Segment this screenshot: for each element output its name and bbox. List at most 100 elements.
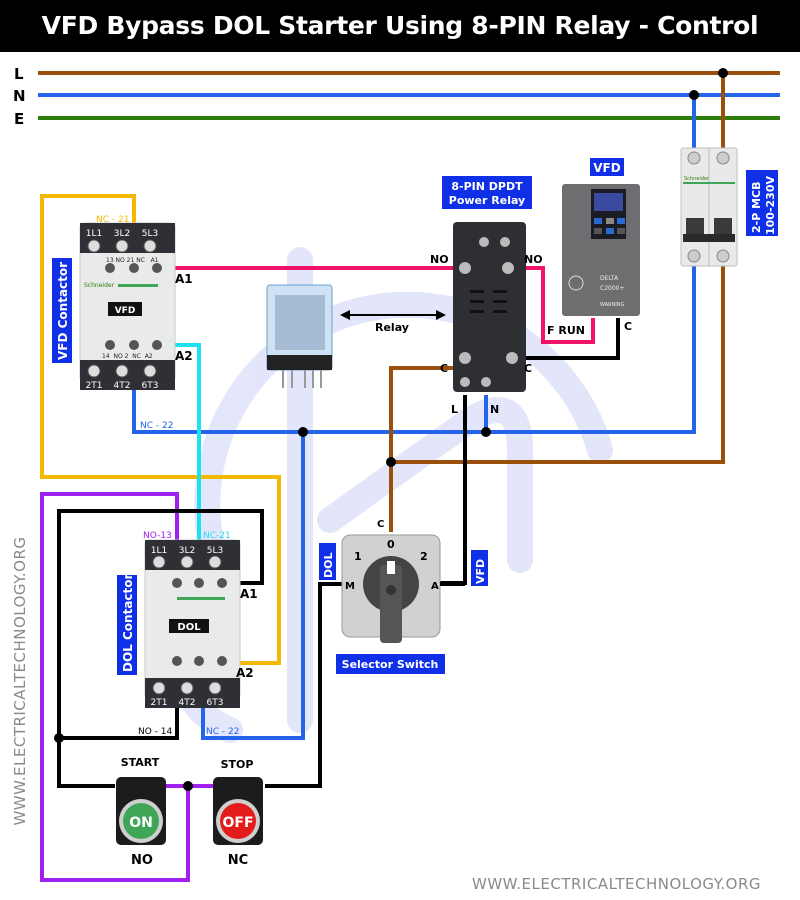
vfd-term-4t2: 4T2 [114,381,131,391]
dol-no14-label: NO - 14 [138,727,173,737]
dol-term-4t2: 4T2 [179,698,196,708]
selector-title-bg [336,654,445,674]
mcb-breaker[interactable]: Schneider [680,147,738,267]
stop-type: NC [228,853,248,868]
selector-vfd-tag-bg [471,550,488,586]
selector-term-c: C [377,519,384,530]
selector-dol-tag: DOL [322,553,335,579]
vfd-term-6t3: 6T3 [142,381,159,391]
wire-relay-no-to-frun [512,266,595,344]
vfd-contactor-title-bg [52,258,72,363]
junction-dot [718,68,728,78]
junction-dot [481,427,491,437]
wire-dol-no13-holding [40,492,190,882]
vfd-aux-bottom: 14 NO 2 NC A2 [102,353,153,360]
selector-pos-0: 0 [387,538,395,551]
vfd-frun-box [545,322,589,338]
wire-dol-a1-loop [57,509,264,788]
relay-arrow-label: Relay [375,321,409,334]
vfd-title-bg [590,158,624,176]
stop-title: STOP [221,758,254,771]
vfd-warning: WARNING [600,302,625,308]
wire-vfd-nc21-to-dol-a2 [40,194,281,665]
dol-contactor[interactable]: DOL 1L1 3L2 5L3 2T1 4T2 6T3 [144,539,241,708]
vfd-brand: DELTA [600,275,619,282]
mcb-title-bg [746,170,778,236]
relay-c-left: C [440,362,448,375]
selector-term-m: M [345,581,355,592]
wire-stop-to-selector-m [265,582,343,788]
vfd-term-5l3: 5L3 [142,229,158,239]
wire-mcb-neutral-out [132,260,696,434]
relay-coil-n: N [490,403,499,416]
dol-contactor-plate: DOL [177,622,201,633]
start-type: NO [131,853,153,868]
mcb-title-line2: 100-230V [764,176,777,235]
vfd-model: C2000+ [600,285,625,292]
dol-term-3l2: 3L2 [179,546,195,556]
selector-vfd-tag: VFD [474,559,487,584]
vfd-nc21-label: NC - 21 [96,215,129,225]
watermark-bottom: WWW.ELECTRICALTECHNOLOGY.ORG [472,875,762,893]
vfd-a1-label: A1 [175,272,193,286]
vfd-c-label: C [624,320,632,333]
line-n-label: N [13,87,26,105]
vfd-drive[interactable]: DELTA C2000+ WARNING [562,184,640,316]
mcb-brand: Schneider [684,176,710,182]
vfd-term-3l2: 3L2 [114,229,130,239]
vfd-a2-label: A2 [175,349,193,363]
relay-no-right: NO [524,253,543,266]
relay-title-line2: Power Relay [449,194,525,207]
line-l-label: L [14,65,24,83]
selector-pos-2: 2 [420,550,428,563]
dol-term-2t1: 2T1 [151,698,168,708]
selector-switch[interactable] [341,534,441,643]
relay-title-bg [442,176,532,209]
line-e-label: E [14,110,24,128]
dol-a2-label: A2 [236,666,254,680]
dol-term-5l3: 5L3 [207,546,223,556]
vfd-term-2t1: 2T1 [86,381,103,391]
vfd-term-1l1: 1L1 [86,229,102,239]
selector-title: Selector Switch [342,658,439,671]
junction-dot [689,90,699,100]
start-title: START [121,756,160,769]
start-button[interactable]: ON [116,777,166,845]
watermark-side: WWW.ELECTRICALTECHNOLOGY.ORG [11,536,29,826]
dol-a1-label: A1 [240,587,258,601]
dol-nc22-label: NC - 22 [206,727,239,737]
selector-term-a: A [431,581,439,592]
dol-no13-label: NO-13 [143,531,172,541]
dol-term-1l1: 1L1 [151,546,167,556]
relay-no-left: NO [430,253,449,266]
selector-pos-1: 1 [354,550,362,563]
wire-relay-c-to-vfd-c [512,318,620,360]
vfd-contactor-brand: Schneider [84,282,115,289]
start-face: ON [129,815,153,831]
relay-module [266,284,333,388]
vfd-contactor-plate: VFD [115,306,136,316]
relay-arrow [340,310,446,320]
relay-c-right: C [524,362,532,375]
vfd-title: VFD [593,161,620,175]
vfd-aux-top: 13 NO 21 NC A1 [106,257,159,264]
junction-dot [183,781,193,791]
relay-coil-l: L [451,403,458,416]
dol-contactor-title: DOL Contactor [121,573,135,672]
stop-button[interactable]: OFF [213,777,263,845]
dol-term-6t3: 6T3 [207,698,224,708]
mcb-title-line1: 2-P MCB [750,181,763,233]
relay-title-line1: 8-PIN DPDT [451,180,523,193]
vfd-contactor[interactable]: VFD Schneider 1L1 3L2 5L3 13 NO 21 NC A1… [79,222,176,391]
relay-base[interactable] [453,222,526,392]
stop-face: OFF [222,815,253,831]
junction-dot [298,427,308,437]
selector-dol-tag-bg [319,543,336,580]
dol-contactor-title-bg [117,575,137,675]
junction-dot [386,457,396,467]
junction-dot [54,733,64,743]
vfd-contactor-title: VFD Contactor [56,262,70,360]
vfd-nc22-label: NC - 22 [140,421,173,431]
vfd-frun-label: F RUN [547,324,585,337]
